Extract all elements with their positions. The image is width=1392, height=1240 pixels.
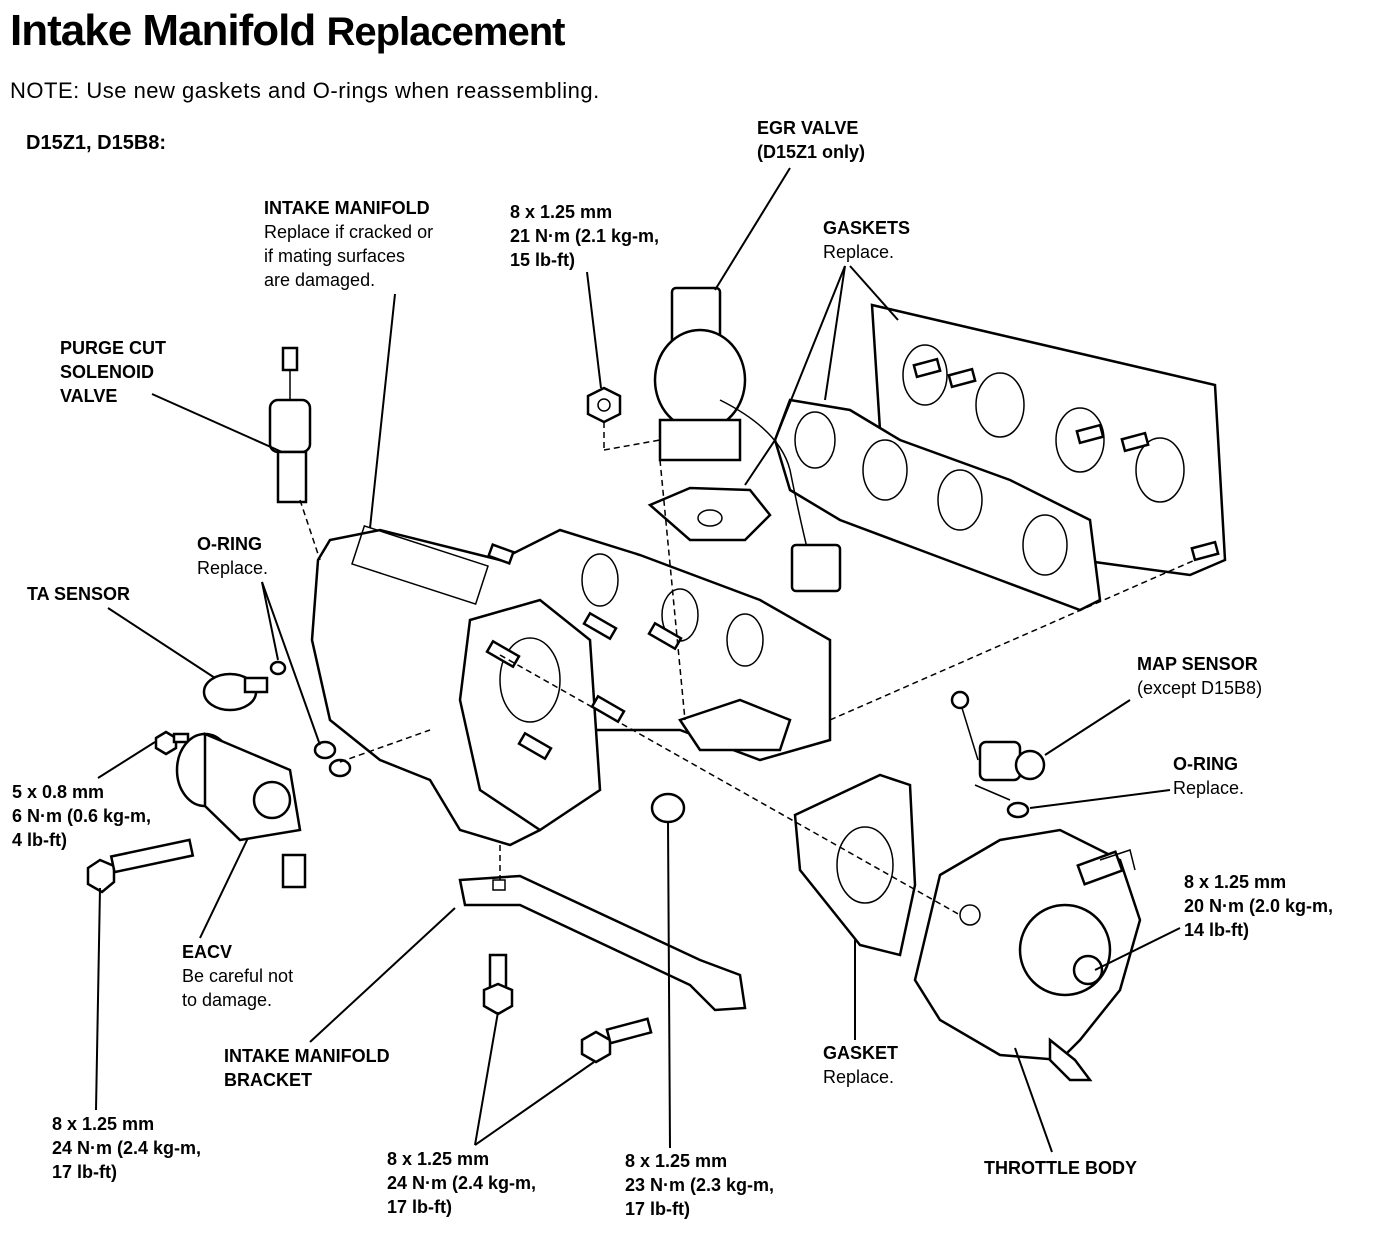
oring-right — [1006, 801, 1030, 819]
label-eacv: EACV Be careful not to damage. — [182, 942, 294, 1010]
label-gasket-bottom: GASKET Replace. — [823, 1043, 899, 1087]
label-intake-manifold: INTAKE MANIFOLD Replace if cracked or if… — [264, 198, 434, 290]
title-part2: Replacement — [326, 10, 565, 54]
bushing — [650, 792, 686, 824]
egr-valve — [653, 286, 842, 593]
eacv — [175, 732, 307, 889]
bolt-left — [86, 838, 195, 894]
label-ta-sensor: TA SENSOR — [27, 584, 131, 604]
label-egr-bolt-spec: 8 x 1.25 mm 21 N·m (2.1 kg-m, 15 lb-ft) — [510, 202, 660, 270]
purge-cut-solenoid-valve — [268, 346, 312, 504]
engine-models: D15Z1, D15B8: — [26, 132, 167, 154]
oring-left-2 — [328, 758, 352, 778]
intake-manifold-body — [310, 524, 832, 847]
label-throttle-body: THROTTLE BODY — [984, 1158, 1137, 1178]
label-map-sensor: MAP SENSOR (except D15B8) — [1137, 654, 1263, 698]
label-egr-valve: EGR VALVE (D15Z1 only) — [757, 118, 866, 162]
ta-sensor — [202, 660, 287, 712]
label-oring-left: O-RING Replace. — [197, 534, 269, 578]
label-intake-manifold-bracket: INTAKE MANIFOLD BRACKET — [224, 1046, 390, 1090]
label-bolt-mid-spec: 8 x 1.25 mm 24 N·m (2.4 kg-m, 17 lb-ft) — [387, 1149, 537, 1217]
label-purge-cut-solenoid: PURGE CUT SOLENOID VALVE — [60, 338, 167, 406]
bolt-mid — [482, 953, 514, 1016]
throttle-body-gasket — [793, 773, 917, 957]
note-text: NOTE: Use new gaskets and O-rings when r… — [10, 78, 600, 103]
label-gaskets-top: GASKETS Replace. — [823, 218, 911, 262]
alignment-lines — [299, 422, 1196, 916]
screw-5x08 — [154, 730, 190, 756]
egr-nut — [586, 386, 622, 424]
oring-left-1 — [313, 740, 337, 760]
intake-manifold-bracket — [458, 874, 747, 1012]
title-part1: Intake Manifold — [10, 6, 316, 55]
throttle-body — [913, 828, 1142, 1082]
label-bolt-right-spec: 8 x 1.25 mm 23 N·m (2.3 kg-m, 17 lb-ft) — [625, 1151, 775, 1219]
label-oring-right: O-RING Replace. — [1173, 754, 1245, 798]
egr-gasket — [647, 486, 772, 542]
page-title: Intake Manifold Replacement — [10, 6, 565, 56]
map-sensor — [950, 690, 1046, 801]
label-screw-5x08-spec: 5 x 0.8 mm 6 N·m (0.6 kg-m, 4 lb-ft) — [12, 782, 152, 850]
label-bolt-left-spec: 8 x 1.25 mm 24 N·m (2.4 kg-m, 17 lb-ft) — [52, 1114, 202, 1182]
label-throttle-bolt-spec: 8 x 1.25 mm 20 N·m (2.0 kg-m, 14 lb-ft) — [1184, 872, 1334, 940]
bolt-right — [580, 1017, 653, 1064]
leader-lines — [95, 167, 1181, 1153]
